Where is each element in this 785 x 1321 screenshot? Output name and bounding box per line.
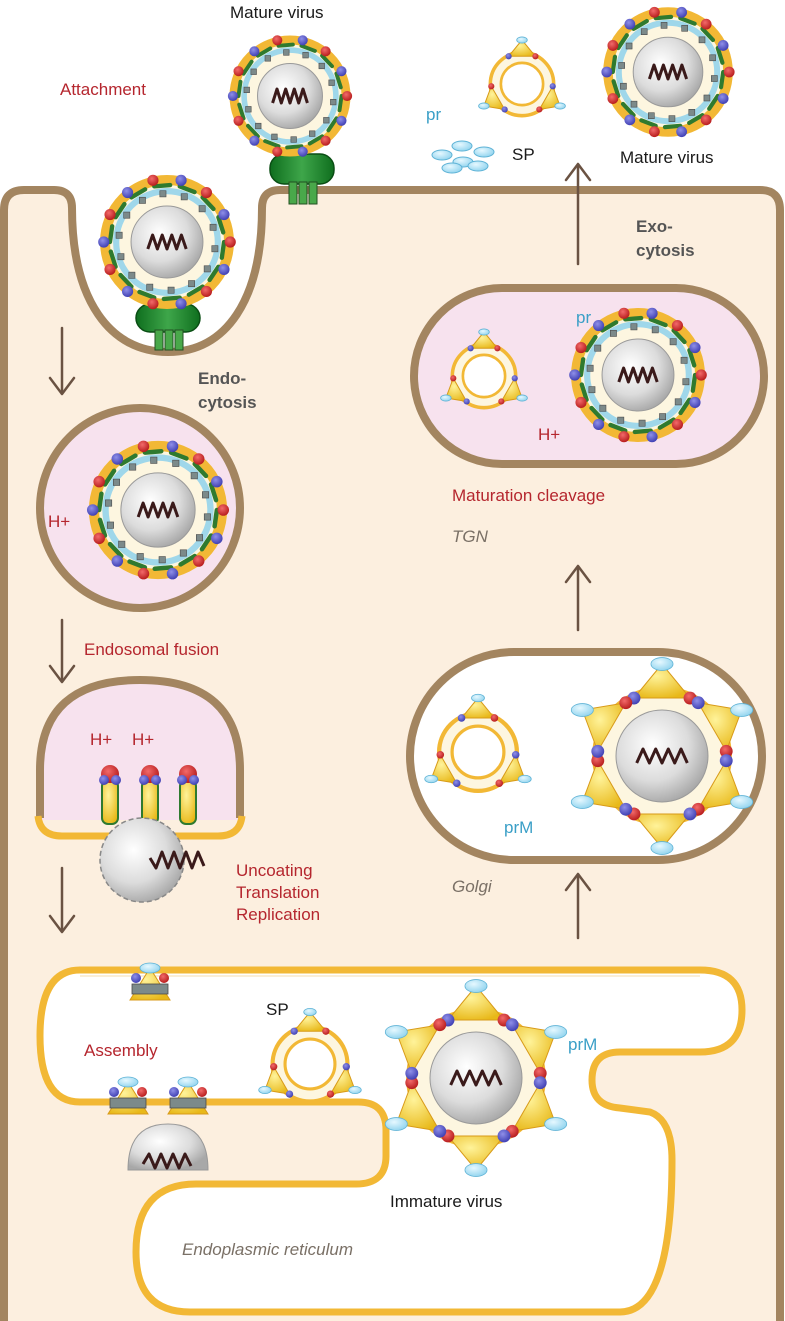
mature-virus-attached [227, 35, 353, 157]
arrow-golgi-to-tgn [564, 564, 592, 632]
label-h-plus-endosome: H+ [48, 512, 70, 531]
label-sp-er: SP [266, 1000, 289, 1019]
fusion-spike [99, 765, 121, 825]
label-exocytosis-1: Exo- [636, 217, 673, 236]
subviral-particle-tgn [440, 328, 528, 410]
arrow-endosomal-fusion [48, 618, 76, 684]
fusion-spike [177, 765, 199, 825]
subviral-particle-er [258, 1007, 362, 1104]
arrow-endocytosis [48, 326, 76, 396]
label-assembly: Assembly [84, 1041, 158, 1060]
budding-capsid [127, 1123, 209, 1171]
label-prm-golgi: prM [504, 818, 533, 837]
label-immature-virus: Immature virus [390, 1192, 502, 1211]
label-maturation-cleavage: Maturation cleavage [452, 486, 605, 505]
label-uncoating: Uncoating [236, 861, 313, 880]
mature-virus-endocytosed [98, 174, 236, 310]
viral-rna-icon [146, 233, 188, 251]
viral-rna-icon [647, 63, 689, 81]
label-h-plus-fusion-1: H+ [90, 730, 112, 749]
viral-rna-icon [617, 366, 659, 384]
arrow-er-to-golgi [564, 872, 592, 940]
label-endosomal-fusion: Endosomal fusion [84, 640, 219, 659]
label-pr-vesicle: pr [576, 308, 591, 327]
label-exocytosis-2: cytosis [636, 241, 695, 260]
arrow-exocytosis [564, 162, 592, 266]
subviral-particle-released [478, 36, 566, 118]
label-translation: Translation [236, 883, 319, 902]
label-mature-virus-right: Mature virus [620, 148, 714, 167]
receptor-pit [135, 303, 201, 351]
fusing-endosome [34, 675, 246, 840]
maturing-virus-tgn [569, 307, 707, 443]
viral-rna-icon [271, 87, 309, 105]
label-mature-virus-top: Mature virus [230, 3, 324, 22]
arrow-uncoating [48, 866, 76, 934]
label-tgn: TGN [452, 527, 489, 546]
virus-particles [86, 6, 754, 1177]
immature-virus-golgi [570, 657, 754, 855]
flow-arrows [48, 162, 592, 940]
viral-rna-icon [141, 1152, 193, 1170]
budding-spike [129, 962, 171, 1001]
viral-rna-icon [449, 1069, 503, 1087]
mature-virus-released [601, 6, 735, 138]
pr-peptides [431, 140, 495, 174]
receptor-top [269, 153, 335, 205]
label-er: Endoplasmic reticulum [182, 1240, 353, 1259]
subviral-particle-golgi [424, 693, 532, 794]
label-endocytosis-1: Endo- [198, 369, 246, 388]
label-prm-er: prM [568, 1035, 597, 1054]
label-endocytosis-2: cytosis [198, 393, 257, 412]
label-golgi: Golgi [452, 877, 493, 896]
fusion-spike [139, 765, 161, 825]
budding-spike [107, 1076, 149, 1115]
label-replication: Replication [236, 905, 320, 924]
uncoated-capsid [99, 817, 206, 903]
label-h-plus-fusion-2: H+ [132, 730, 154, 749]
label-h-plus-maturation: H+ [538, 425, 560, 444]
viral-rna-icon [148, 850, 206, 870]
label-pr-top: pr [426, 105, 441, 124]
budding-spike [167, 1076, 209, 1115]
label-attachment: Attachment [60, 80, 146, 99]
fusing-endosome-membrane [36, 675, 244, 818]
label-sp-top: SP [512, 145, 535, 164]
immature-virus-er [384, 979, 568, 1177]
mature-virus-endosome [86, 440, 230, 580]
viral-rna-icon [635, 747, 689, 765]
viral-rna-icon [136, 501, 180, 519]
